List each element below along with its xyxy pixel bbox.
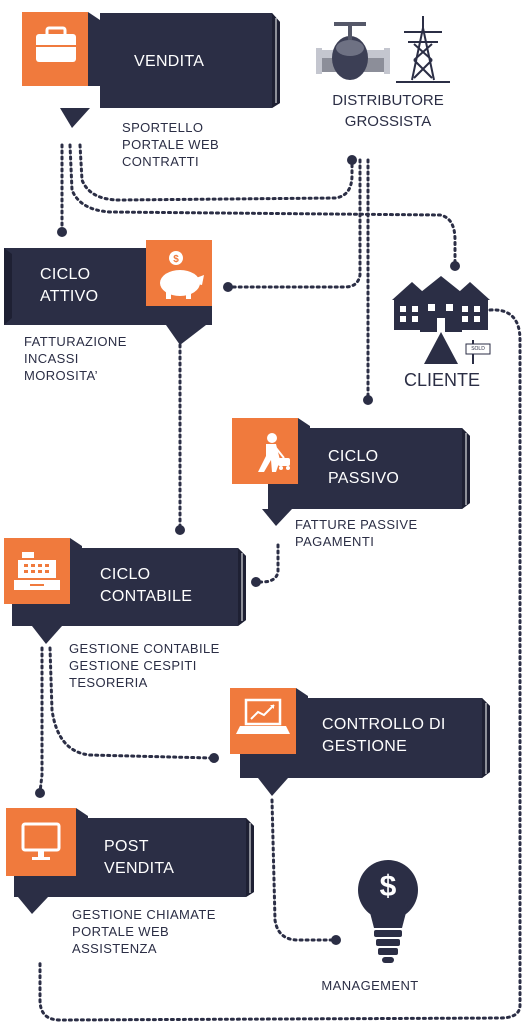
controllo-title: CONTROLLO DI GESTIONE [322,714,446,758]
connector-contabile-controllo [48,646,214,760]
vendita-title: VENDITA [134,53,205,70]
vendita-details: SPORTELLO PORTALE WEB CONTRATTI [122,119,219,170]
ciclo-contabile-title: CICLO CONTABILE [100,564,192,608]
houses-icon [392,276,491,364]
post-vendita-details: GESTIONE CHIAMATE PORTALE WEB ASSISTENZA [72,906,216,957]
monitor-icon [21,822,61,860]
controllo-title-line: GESTIONE [322,738,408,755]
post-vendita-banner [6,808,254,914]
management-label: MANAGEMENT [321,978,419,993]
ciclo-passivo-details: FATTURE PASSIVE PAGAMENTI [295,516,418,550]
ciclo-contabile-banner [4,538,246,644]
ciclo-attivo-banner [4,240,212,345]
cliente-label: CLIENTE [403,370,481,390]
ciclo-passivo-detail: PAGAMENTI [295,534,375,549]
connector-passivo-contabile [255,543,280,584]
ciclo-contabile-title-line: CONTABILE [100,588,193,605]
distributore-line: DISTRIBUTORE [332,92,444,109]
svg-text:$: $ [173,254,179,265]
cash-register-icon [14,552,60,590]
post-vendita-title-line: VENDITA [104,860,175,877]
ciclo-contabile-details: GESTIONE CONTABILE GESTIONE CESPITI TESO… [69,640,220,691]
ciclo-contabile-detail: TESORERIA [69,675,148,690]
sold-sign-text: SOLD [471,346,485,352]
ciclo-passivo-banner [232,418,470,526]
connector-vendita-cliente [68,143,457,264]
lightbulb-dollar-icon [358,860,418,963]
lawn-mower-icon [258,433,290,472]
dollar-symbol: $ [379,870,397,903]
ciclo-attivo-detail: INCASSI [24,351,79,366]
distributore-line: GROSSISTA [344,113,432,130]
post-vendita-detail: ASSISTENZA [72,941,157,956]
power-pylon-icon [396,16,450,83]
vendita-detail: SPORTELLO [122,120,204,135]
ciclo-passivo-title: CICLO PASSIVO [328,446,399,490]
ciclo-contabile-title-line: CICLO [100,566,151,583]
ciclo-contabile-detail: GESTIONE CONTABILE [69,641,220,656]
briefcase-icon [36,26,76,62]
ciclo-attivo-details: FATTURAZIONE INCASSI MOROSITA’ [24,333,127,384]
connector-vendita-distributore [78,143,354,202]
post-vendita-title-line: POST [104,838,149,855]
post-vendita-detail: GESTIONE CHIAMATE [72,907,216,922]
laptop-chart-icon [236,698,290,734]
connector-controllo-management [270,798,335,942]
post-vendita-title: POST VENDITA [104,836,174,880]
piggy-bank-icon: $ [160,251,204,299]
connector-distributore-attivo [228,158,362,289]
ciclo-contabile-detail: GESTIONE CESPITI [69,658,197,673]
pipe-valve-icon [316,22,390,80]
ciclo-attivo-title-line: ATTIVO [40,288,99,305]
ciclo-attivo-title-line: CICLO [40,266,91,283]
distributore-label: DISTRIBUTORE GROSSISTA [322,90,454,132]
connector-dots [35,155,460,945]
vendita-detail: CONTRATTI [122,154,200,169]
vendita-detail: PORTALE WEB [122,137,220,152]
connector-cliente-loop [38,308,522,1022]
ciclo-passivo-detail: FATTURE PASSIVE [295,517,418,532]
connector-lines [38,143,522,1022]
post-vendita-detail: PORTALE WEB [72,924,170,939]
connector-contabile-post [38,646,44,794]
controllo-title-line: CONTROLLO DI [322,716,446,733]
ciclo-attivo-detail: FATTURAZIONE [24,334,127,349]
ciclo-passivo-title-line: PASSIVO [328,470,400,487]
ciclo-attivo-title: CICLO ATTIVO [40,264,98,308]
ciclo-attivo-detail: MOROSITA’ [24,368,98,383]
ciclo-passivo-title-line: CICLO [328,448,379,465]
